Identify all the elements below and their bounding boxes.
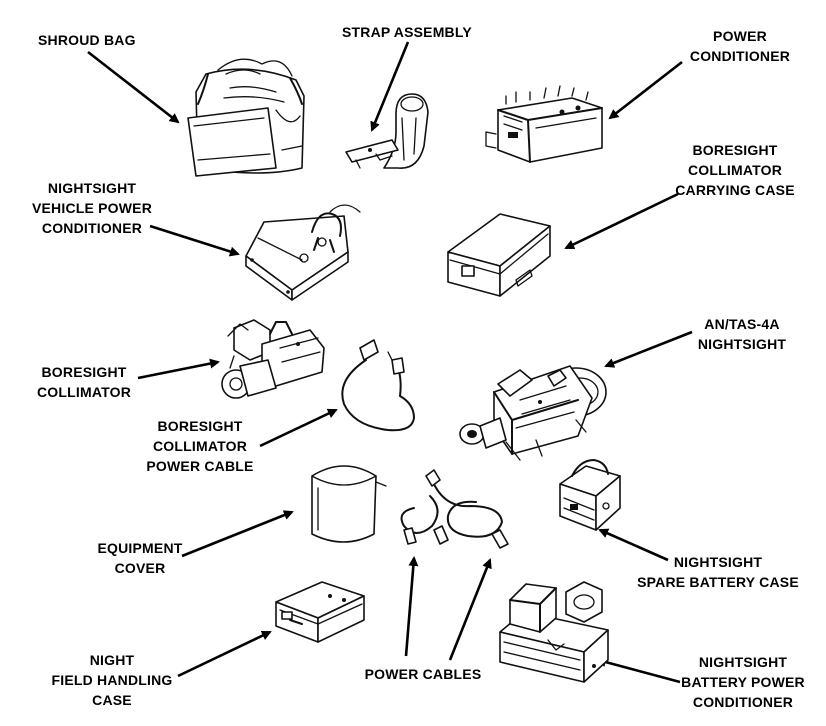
label-power-conditioner: POWER CONDITIONER xyxy=(689,28,791,64)
arrow-power-conditioner xyxy=(608,60,683,120)
label-nightsight: AN/TAS-4A NIGHTSIGHT xyxy=(697,316,787,352)
label-vehicle-power-conditioner: NIGHTSIGHT VEHICLE POWER CONDITIONER xyxy=(31,180,153,236)
boresight-collimator-icon xyxy=(221,319,325,399)
arrow-equipment-cover xyxy=(181,510,294,558)
label-equipment-cover: EQUIPMENT COVER xyxy=(97,540,183,576)
label-field-handling-case: NIGHT FIELD HANDLING CASE xyxy=(51,652,173,708)
arrow-power-cables-right xyxy=(448,558,492,661)
arrow-boresight-collimator xyxy=(137,358,220,380)
arrow-shroud-bag xyxy=(87,50,180,124)
label-collimator-power-cable: BORESIGHT COLLIMATOR POWER CABLE xyxy=(146,418,254,474)
arrow-collimator-carrying-case xyxy=(564,192,679,250)
arrow-field-handling-case xyxy=(177,630,272,678)
nightsight-icon xyxy=(459,365,607,461)
collimator-power-cable-icon xyxy=(341,339,415,432)
collimator-carrying-case-icon xyxy=(447,213,551,297)
arrow-spare-battery-case xyxy=(598,528,669,562)
shroud-bag-icon xyxy=(187,58,305,177)
label-spare-battery-case: NIGHTSIGHT SPARE BATTERY CASE xyxy=(637,554,799,590)
battery-power-conditioner-icon xyxy=(499,581,609,683)
arrow-strap-assembly xyxy=(370,41,410,132)
spare-battery-case-icon xyxy=(559,459,621,531)
arrow-power-cables-left xyxy=(404,556,419,657)
callout-arrows xyxy=(87,41,693,684)
vehicle-power-conditioner-icon xyxy=(245,204,361,301)
label-shroud-bag: SHROUD BAG xyxy=(38,32,136,48)
power-cables-icon xyxy=(400,469,509,549)
label-collimator-carrying-case: BORESIGHT COLLIMATOR CARRYING CASE xyxy=(675,142,795,198)
arrow-vehicle-power-conditioner xyxy=(149,224,240,257)
field-handling-case-icon xyxy=(275,581,365,643)
equipment-cover-icon xyxy=(311,465,387,543)
label-power-cables: POWER CABLES xyxy=(364,666,482,682)
label-strap-assembly: STRAP ASSEMBLY xyxy=(342,24,472,40)
arrow-collimator-power-cable xyxy=(259,408,338,448)
arrow-nightsight xyxy=(604,330,693,368)
label-battery-power-conditioner: NIGHTSIGHT BATTERY POWER CONDITIONER xyxy=(681,654,805,710)
power-conditioner-icon xyxy=(485,85,603,163)
label-boresight-collimator: BORESIGHT COLLIMATOR xyxy=(36,364,132,400)
arrow-battery-power-conditioner xyxy=(596,657,681,684)
strap-assembly-icon xyxy=(345,93,429,169)
